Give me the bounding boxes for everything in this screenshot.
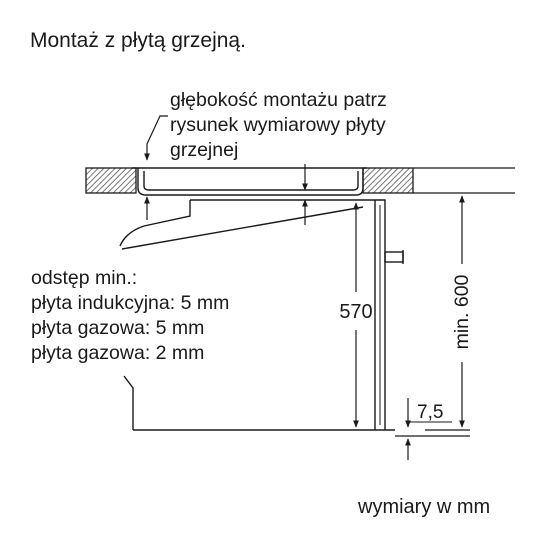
depth-note-line: grzejnej (170, 139, 239, 161)
units-note: wymiary w mm (358, 496, 491, 518)
gap-line: płyta indukcyjna: 5 mm (31, 292, 230, 314)
depth-note: głębokość montażu patrz rysunek wymiarowy… (170, 88, 387, 163)
worktop-right (362, 167, 414, 194)
depth-note-line: rysunek wymiarowy płyty (170, 114, 386, 136)
dimension-570-label: 570 (339, 301, 372, 323)
gap-heading: odstęp min.: (31, 267, 138, 289)
gap-note: odstęp min.: płyta indukcyjna: 5 mm płyta … (31, 266, 229, 366)
page-title: Montaż z płytą grzejną. (30, 29, 246, 52)
dimension-600-label: min. 600 (451, 274, 473, 349)
oven-handle (384, 251, 404, 263)
gap-line: płyta gazowa: 2 mm (31, 342, 205, 364)
depth-note-line: głębokość montażu patrz (170, 89, 387, 111)
worktop-left (85, 167, 137, 194)
gap-line: płyta gazowa: 5 mm (31, 317, 205, 339)
dimension-7-5-label: 7,5 (417, 402, 443, 423)
depth-note-leader (144, 115, 168, 161)
hob (132, 167, 367, 196)
oven-body (119, 199, 404, 431)
